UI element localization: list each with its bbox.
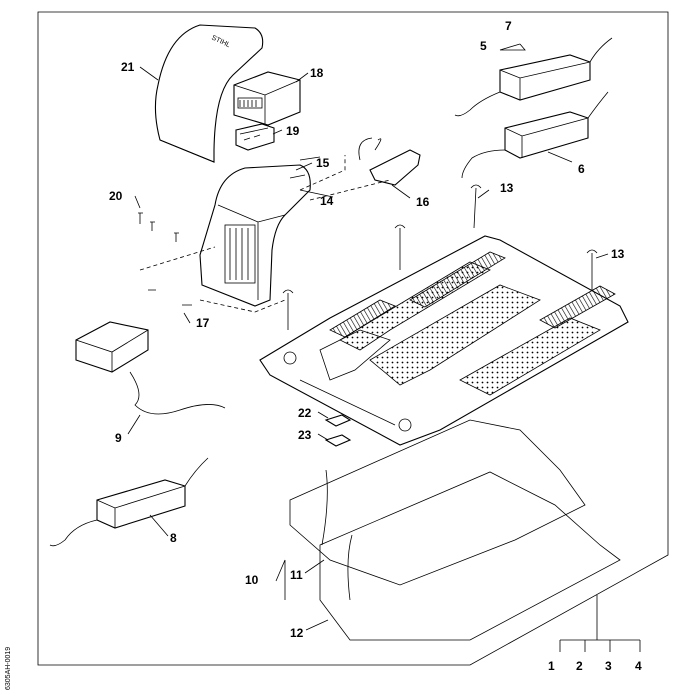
part-pegs xyxy=(282,184,598,330)
callout-5: 5 xyxy=(480,39,487,53)
callout-8: 8 xyxy=(170,531,177,545)
leader-lines xyxy=(127,43,641,652)
drawing-reference-code: 6305AH-0019 xyxy=(5,647,12,690)
part-power-supply-bottom xyxy=(49,457,209,547)
part-electronics-module xyxy=(233,71,301,126)
part-power-supply-middle xyxy=(461,91,609,179)
callout-7: 7 xyxy=(505,19,512,33)
part-connector-block xyxy=(235,123,275,151)
callout-16: 16 xyxy=(416,195,430,209)
callout-22: 22 xyxy=(298,406,312,420)
callout-21: 21 xyxy=(121,60,135,74)
callout-13-right: 13 xyxy=(611,247,625,261)
part-docking-housing xyxy=(199,156,321,307)
callout-12: 12 xyxy=(290,626,304,640)
part-boundary-wire xyxy=(289,419,621,641)
callout-4: 4 xyxy=(635,659,642,673)
callout-11: 11 xyxy=(290,568,303,582)
callout-19: 19 xyxy=(286,124,300,138)
part-cover: STIHL xyxy=(154,24,264,163)
assembly-guides xyxy=(139,155,391,313)
callout-1: 1 xyxy=(548,659,555,673)
callout-2: 2 xyxy=(576,659,583,673)
part-charging-contact xyxy=(358,137,421,186)
callout-10: 10 xyxy=(245,573,259,587)
screws xyxy=(138,212,192,306)
callout-23: 23 xyxy=(298,428,312,442)
part-clips xyxy=(324,414,352,447)
callout-9: 9 xyxy=(115,431,122,445)
part-cable-module xyxy=(75,321,226,415)
callout-17: 17 xyxy=(196,316,210,330)
frame-outline xyxy=(37,11,669,666)
callout-20: 20 xyxy=(109,189,123,203)
callout-3: 3 xyxy=(605,659,612,673)
callout-18: 18 xyxy=(310,66,324,80)
callout-14: 14 xyxy=(320,194,334,208)
callout-6: 6 xyxy=(578,162,585,176)
callout-15: 15 xyxy=(316,156,330,170)
part-power-supply-top xyxy=(454,37,613,117)
callout-labels: 1 2 3 4 5 6 7 8 9 10 11 12 13 13 14 15 1… xyxy=(109,19,642,673)
callout-13-top: 13 xyxy=(500,181,514,195)
assembly-frame xyxy=(37,11,669,666)
part-base-plate xyxy=(259,235,629,446)
